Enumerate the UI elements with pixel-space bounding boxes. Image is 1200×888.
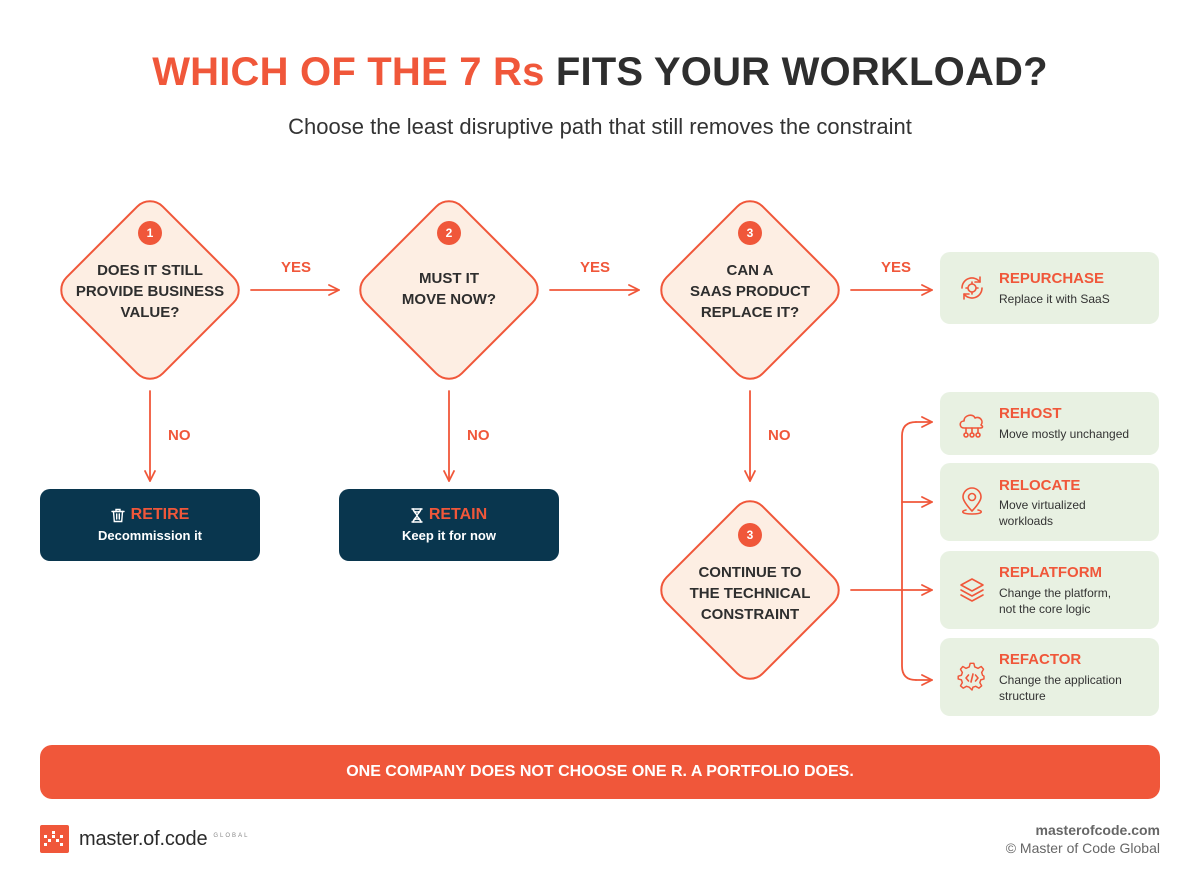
logo-subtext: GLOBAL: [213, 833, 250, 839]
card-rehost-desc: Move mostly unchanged: [999, 427, 1130, 441]
edge-no-1: NO: [168, 427, 191, 444]
gear-cycle-icon: [961, 276, 983, 300]
layers-icon: [960, 578, 984, 602]
card-replatform-title: REPLATFORM: [999, 564, 1103, 581]
hourglass-icon: [411, 507, 423, 523]
bottom-banner: ONE COMPANY DOES NOT CHOOSE ONE R. A POR…: [40, 745, 1160, 799]
retire-desc: Decommission it: [97, 528, 203, 543]
card-refactor-title: REFACTOR: [999, 651, 1082, 668]
retain-desc: Keep it for now: [402, 528, 496, 543]
edge-no-2: NO: [467, 427, 490, 444]
card-repurchase-title: REPURCHASE: [999, 270, 1105, 287]
gear-code-icon: [957, 662, 985, 691]
card-rehost: REHOST Move mostly unchanged: [940, 392, 1159, 455]
decision-diamond-4: [660, 500, 840, 680]
card-rehost-title: REHOST: [999, 405, 1062, 422]
page-subtitle: Choose the least disruptive path that st…: [288, 114, 912, 139]
logo-text: master.of.code: [79, 827, 208, 850]
title-accent: WHICH OF THE 7 Rs: [152, 50, 545, 94]
card-relocate-title: RELOCATE: [999, 477, 1081, 494]
trash-icon: [110, 508, 125, 522]
page-title: WHICH OF THE 7 Rs FITS YOUR WORKLOAD?: [0, 50, 1200, 95]
retire-box: RETIRE Decommission it: [40, 489, 260, 561]
card-replatform: REPLATFORM Change the platform,not the c…: [940, 551, 1159, 629]
step-badge-1: 1: [138, 221, 162, 245]
location-pin-icon: [962, 487, 982, 515]
edge-no-3: NO: [768, 427, 791, 444]
site-url[interactable]: masterofcode.com: [1035, 822, 1160, 838]
step-badge-4: 3: [738, 523, 762, 547]
retire-title: RETIRE: [130, 506, 190, 523]
master-of-code-logo-icon: [40, 825, 69, 853]
retain-box: RETAIN Keep it for now: [339, 489, 559, 561]
card-repurchase-desc: Replace it with SaaS: [999, 292, 1110, 306]
retain-title: RETAIN: [428, 506, 488, 523]
card-repurchase: REPURCHASE Replace it with SaaS: [940, 252, 1159, 324]
copyright: © Master of Code Global: [1005, 840, 1160, 856]
edge-yes-2: YES: [580, 259, 611, 276]
cloud-network-icon: [959, 413, 984, 438]
edge-yes-3: YES: [881, 259, 912, 276]
title-rest: FITS YOUR WORKLOAD?: [555, 50, 1048, 94]
decision-diamond-1: [60, 200, 240, 380]
connector-q4-bracket: [850, 421, 917, 681]
edge-yes-1: YES: [281, 259, 312, 276]
decision-diamond-2: [359, 200, 539, 380]
decision-diamond-3: [660, 200, 840, 380]
step-badge-3: 3: [738, 221, 762, 245]
step-badge-2: 2: [437, 221, 461, 245]
brand-logo: master.of.code GLOBAL: [40, 825, 249, 853]
card-replatform-desc: Change the platform,not the core logic: [999, 586, 1112, 616]
